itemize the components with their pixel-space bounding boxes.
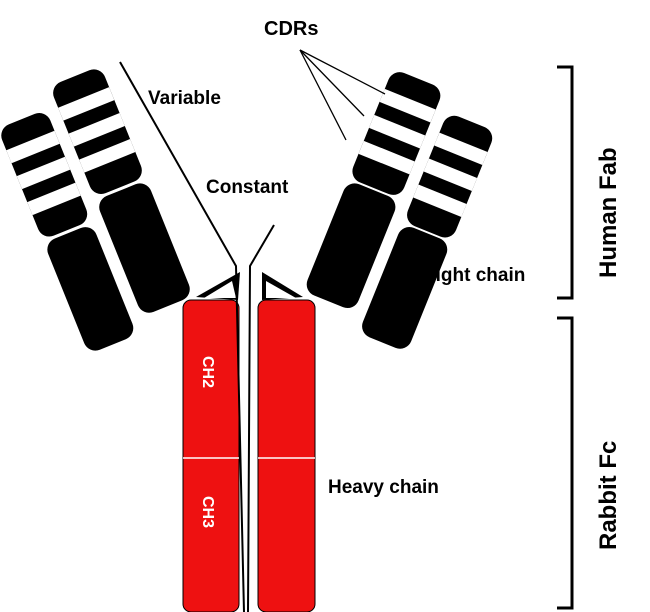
rabbit-fc-bracket (557, 316, 574, 610)
cdr-stripe (379, 88, 436, 123)
cdr-pointer-lines (299, 49, 386, 141)
cdrs-label: CDRs (264, 18, 318, 40)
left-light-chain (1, 113, 134, 351)
right-light-constant-domain (362, 227, 448, 349)
variable-label: Variable (148, 88, 221, 109)
light-chain-label: Light chain (424, 265, 525, 286)
rabbit-fc-label: Rabbit Fc (595, 441, 622, 550)
right-light-chain (362, 115, 493, 349)
cdr-stripe (423, 158, 478, 191)
cdr-stripe (369, 114, 426, 149)
constant-label: Constant (206, 177, 289, 198)
cdr-stripe (79, 139, 136, 173)
ch3-label: CH3 (199, 496, 216, 528)
right-ch2-ch3-domain (257, 299, 316, 612)
cdr-stripe (27, 182, 81, 216)
ch2-label: CH2 (199, 356, 216, 388)
left-ch2-ch3-domain (182, 299, 240, 612)
left-light-constant-domain (47, 227, 134, 351)
fc-region (182, 299, 316, 612)
left-chain-outline (119, 61, 245, 612)
right-hinge-triangle (266, 281, 296, 298)
cdr-stripe (68, 113, 125, 147)
right-chain-outline (247, 224, 275, 612)
human-fab-bracket (557, 65, 574, 300)
cdr-stripe (6, 130, 60, 164)
left-ch1-domain (99, 183, 190, 313)
right-fab-arm (306, 72, 493, 349)
left-hinge-triangle (204, 281, 236, 298)
cdr-stripe (58, 87, 115, 121)
cdr-stripe (434, 132, 488, 166)
left-fab-arm (1, 69, 190, 351)
left-heavy-fab-chain (53, 69, 190, 313)
right-ch1-domain (306, 183, 396, 309)
cdr-stripe (16, 156, 71, 190)
right-heavy-fab-chain (306, 72, 441, 309)
heavy-chain-label: Heavy chain (328, 477, 439, 498)
cdr-stripe (413, 184, 467, 217)
cdr-stripe (358, 140, 415, 175)
human-fab-label: Human Fab (595, 147, 622, 278)
